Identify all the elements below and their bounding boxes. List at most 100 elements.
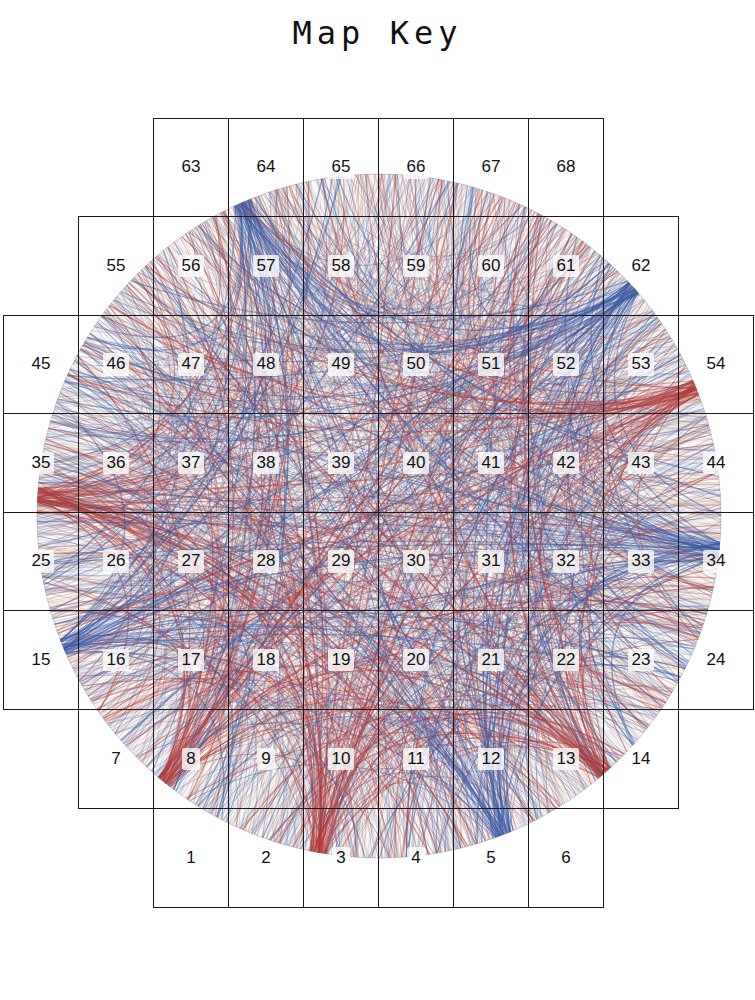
grid-cell: 45 — [3, 315, 79, 414]
chord-line — [265, 194, 719, 555]
grid-cell: 48 — [228, 315, 304, 414]
grid-cell: 57 — [228, 216, 304, 316]
chord-line — [408, 554, 719, 857]
cell-number: 56 — [178, 255, 205, 277]
chord-line — [243, 202, 720, 543]
chord-line — [87, 205, 241, 350]
chord-line — [437, 180, 697, 414]
chord-line — [37, 220, 217, 509]
chord-line — [510, 212, 699, 409]
chord-line — [559, 555, 719, 776]
chord-line — [62, 176, 340, 643]
cell-number: 67 — [478, 156, 505, 178]
chord-line — [525, 392, 698, 778]
chord-line — [279, 394, 699, 844]
chord-line — [57, 396, 700, 630]
chord-line — [62, 607, 634, 743]
cell-number: 55 — [103, 255, 130, 277]
chord-line — [254, 394, 698, 834]
chord-line — [243, 202, 340, 856]
chord-line — [182, 237, 698, 405]
circle-outline — [37, 174, 721, 858]
chord-line — [38, 306, 161, 496]
chord-line — [279, 189, 701, 406]
chord-line — [155, 258, 698, 405]
chord-line — [328, 390, 697, 854]
chord-line — [565, 387, 695, 784]
chord-line — [48, 283, 629, 443]
cell-number: 61 — [553, 255, 580, 277]
chord-line — [536, 548, 720, 818]
cell-number: 50 — [403, 353, 430, 375]
chord-line — [254, 198, 694, 393]
chord-line — [136, 554, 719, 757]
chord-line — [526, 544, 720, 820]
chord-line — [37, 215, 220, 498]
chord-line — [65, 651, 224, 820]
chord-line — [110, 305, 694, 421]
grid-cell: 46 — [78, 315, 154, 414]
chord-line — [65, 174, 393, 651]
cell-number: 63 — [178, 156, 205, 178]
chord-line — [40, 470, 156, 649]
cell-number: 65 — [328, 156, 355, 178]
cell-number: 64 — [253, 156, 280, 178]
cell-number: 68 — [553, 156, 580, 178]
chord-line — [473, 194, 696, 413]
chord-line — [63, 640, 460, 848]
cell-number: 66 — [403, 156, 430, 178]
chord-line — [283, 188, 720, 549]
grid-cell: 58 — [303, 216, 379, 316]
chord-line — [61, 632, 505, 834]
chord-line — [242, 707, 610, 830]
chord-line — [60, 276, 623, 639]
grid-cell: 65 — [303, 118, 379, 217]
cell-number: 46 — [103, 353, 130, 375]
grid-cell: 53 — [603, 315, 679, 414]
chord-line — [280, 387, 696, 843]
cell-number: 52 — [553, 353, 580, 375]
chord-line — [245, 202, 551, 314]
chord-line — [395, 679, 603, 858]
chord-line — [503, 284, 630, 831]
grid-cell: 68 — [528, 118, 604, 217]
chord-line — [241, 203, 697, 388]
chord-line — [66, 624, 617, 761]
grid-cell: 56 — [153, 216, 229, 316]
chord-line — [58, 381, 693, 634]
cell-number: 48 — [253, 353, 280, 375]
grid-cell: 47 — [153, 315, 229, 414]
chord-line — [102, 316, 697, 411]
chord-line — [38, 489, 535, 820]
cell-number: 45 — [28, 353, 55, 375]
cell-number: 49 — [328, 353, 355, 375]
chord-line — [536, 385, 695, 807]
cell-number: 60 — [478, 255, 505, 277]
grid-cell: 60 — [453, 216, 529, 316]
chord-line — [546, 220, 696, 388]
cell-number: 57 — [253, 255, 280, 277]
chord-line — [38, 496, 479, 843]
chord-line — [518, 545, 719, 822]
chord-lines — [37, 174, 721, 858]
chord-line — [354, 388, 696, 858]
chord-line — [62, 644, 342, 856]
chord-line — [185, 234, 718, 558]
grid-cell: 52 — [528, 315, 604, 414]
chord-line — [271, 192, 696, 413]
chord-line — [38, 230, 196, 494]
chord-line — [121, 284, 631, 740]
chord-line — [84, 343, 719, 551]
chord-line — [97, 390, 697, 710]
chord-line — [66, 247, 590, 654]
chord-line — [529, 531, 720, 789]
chord-line — [80, 656, 317, 852]
cell-number: 51 — [478, 353, 505, 375]
map-title: Map Key — [0, 14, 755, 52]
grid-cell: 67 — [453, 118, 529, 217]
chord-line — [637, 382, 698, 639]
chord-line — [61, 182, 453, 642]
chord-line — [66, 641, 620, 759]
chord-line — [395, 174, 699, 410]
chord-line — [166, 204, 520, 783]
